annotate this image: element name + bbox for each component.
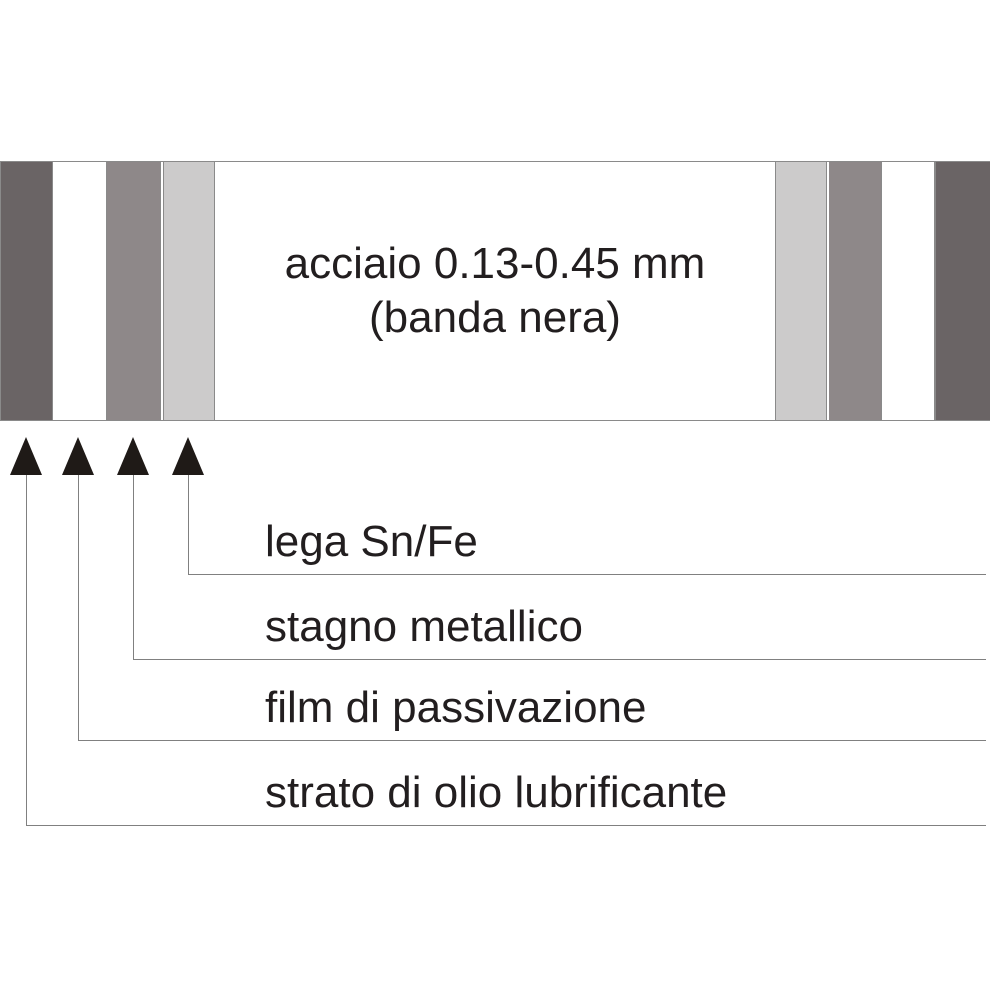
arrow-up-icon (172, 437, 204, 475)
leader-line-horizontal-tin (133, 659, 986, 660)
alloy-layer-stripe-right (775, 162, 827, 420)
leader-line-vertical-oil (26, 475, 27, 825)
leader-line-vertical-alloy (188, 475, 189, 574)
oil-layer-stripe-right (935, 162, 990, 420)
leader-line-horizontal-alloy (188, 574, 986, 575)
label-tin-layer: stagno metallico (265, 602, 583, 651)
passivation-layer-stripe-right (882, 162, 935, 420)
steel-label-line2: (banda nera) (369, 293, 621, 342)
arrow-up-icon (117, 437, 149, 475)
tin-layer-stripe-right (829, 162, 882, 420)
leader-line-horizontal-oil (26, 825, 986, 826)
arrow-up-icon (10, 437, 42, 475)
leader-line-vertical-passivation (78, 475, 79, 740)
cross-section-band: acciaio 0.13-0.45 mm (banda nera) (0, 161, 990, 421)
oil-layer-stripe-left (0, 162, 53, 420)
leader-line-horizontal-passivation (78, 740, 986, 741)
steel-label-line1: acciaio 0.13-0.45 mm (284, 239, 706, 289)
label-oil-layer: strato di olio lubrificante (265, 768, 728, 817)
alloy-layer-stripe-left (163, 162, 215, 420)
leader-line-vertical-tin (133, 475, 134, 659)
arrow-up-icon (62, 437, 94, 475)
label-alloy-layer: lega Sn/Fe (265, 517, 478, 566)
passivation-layer-stripe-left (53, 162, 107, 420)
tin-layer-stripe-left (107, 162, 161, 420)
steel-layer-area: acciaio 0.13-0.45 mm (banda nera) (215, 162, 775, 420)
label-passivation-layer: film di passivazione (265, 683, 647, 732)
